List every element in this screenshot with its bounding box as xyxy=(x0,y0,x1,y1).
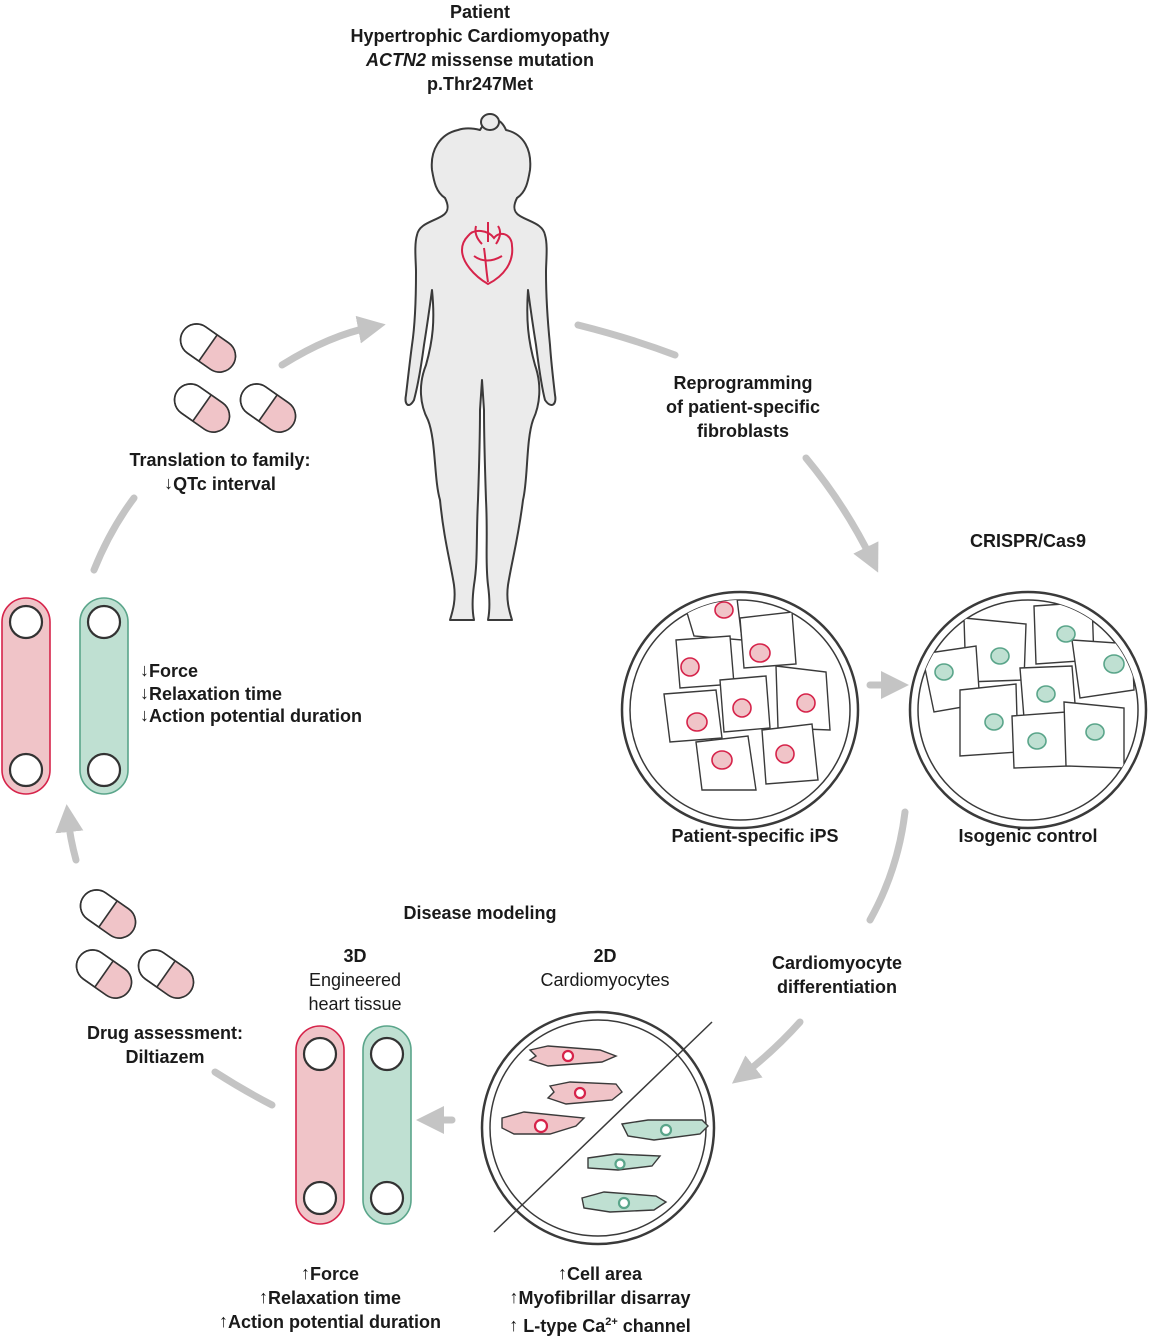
drug-assessment-label: Drug assessment: Diltiazem xyxy=(86,1023,244,1067)
pills-translation xyxy=(167,316,303,440)
arrow-translation-to-patient xyxy=(278,315,386,369)
finding-apd: ↑Action potential duration xyxy=(219,1311,441,1332)
finding-cell-area: ↑Cell area xyxy=(557,1263,643,1284)
arrow-tissues-to-translation xyxy=(90,494,138,574)
heart-icon xyxy=(460,222,514,286)
model-3d-header: 3D Engineered heart tissue xyxy=(308,946,402,1014)
finding-force: ↑Force xyxy=(300,1263,360,1284)
model-2d-findings: ↑Cell area ↑Myofibrillar disarray ↑ L-ty… xyxy=(480,1262,720,1338)
finding-disarray: ↑Myofibrillar disarray xyxy=(509,1287,691,1308)
patient-figure xyxy=(404,113,557,621)
arrow-drug-to-tissues xyxy=(55,804,84,864)
engineered-tissue-control xyxy=(362,1025,412,1225)
cardiomyocyte-dish xyxy=(480,1010,716,1246)
reprogramming-label: Reprogramming of patient-specific fibrob… xyxy=(665,373,821,441)
finding-ca-channel: ↑ L-type Ca2+ channel xyxy=(509,1315,691,1336)
effect-apd: ↓Action potential duration xyxy=(140,705,362,726)
pill-icon xyxy=(173,316,243,380)
patient-condition: Hypertrophic Cardiomyopathy xyxy=(350,26,610,46)
engineered-tissue-patient xyxy=(295,1025,345,1225)
ips-nuclei xyxy=(680,601,816,770)
translation-label: Translation to family: ↓QTc interval xyxy=(100,448,340,496)
isogenic-nuclei xyxy=(934,625,1125,750)
arrow-patient-to-reprogramming xyxy=(574,321,679,359)
ips-label: Patient-specific iPS xyxy=(671,826,839,846)
model-3d-findings: ↑Force ↑Relaxation time ↑Action potentia… xyxy=(190,1262,470,1334)
pills-drug-assessment xyxy=(69,882,201,1006)
patient-mutation: ACTN2 missense mutation xyxy=(365,50,595,70)
arrow-isogenic-to-differentiation xyxy=(866,808,909,924)
patient-variant: p.Thr247Met xyxy=(426,74,534,94)
pill-icon xyxy=(233,376,303,440)
patient-title: Patient xyxy=(449,2,510,22)
drug-effects-list: ↓Force ↓Relaxation time ↓Action potentia… xyxy=(140,660,420,728)
isogenic-dish xyxy=(908,590,1148,830)
pill-icon xyxy=(69,942,139,1006)
pill-icon xyxy=(73,882,143,946)
effect-relaxation: ↓Relaxation time xyxy=(140,682,283,704)
differentiation-label: Cardiomyocyte differentiation xyxy=(771,953,903,997)
arrow-3d-to-drug xyxy=(211,1068,276,1109)
pill-icon xyxy=(167,376,237,440)
arrow-differentiation-to-2d xyxy=(731,1018,804,1084)
finding-relaxation: ↑Relaxation time xyxy=(258,1287,402,1308)
disease-modeling-label: Disease modeling xyxy=(403,903,557,923)
qtc-line: ↓QTc interval xyxy=(164,473,276,494)
ips-dish xyxy=(620,590,860,830)
effect-force: ↓Force xyxy=(140,660,199,681)
arrow-reprogramming-to-ips xyxy=(802,454,879,573)
model-2d-header: 2D Cardiomyocytes xyxy=(540,946,670,990)
isogenic-label: Isogenic control xyxy=(958,826,1098,846)
crispr-label: CRISPR/Cas9 xyxy=(969,531,1087,551)
cycle-arrows xyxy=(55,315,909,1134)
pill-icon xyxy=(131,942,201,1006)
treated-tissue-patient xyxy=(1,597,51,795)
patient-label: Patient Hypertrophic Cardiomyopathy ACTN… xyxy=(330,0,630,96)
treated-tissue-control xyxy=(79,597,129,795)
